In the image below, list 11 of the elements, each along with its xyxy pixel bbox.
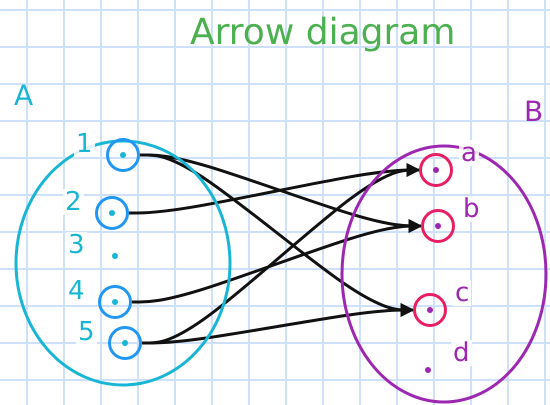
diagram-title: Arrow diagram: [190, 12, 456, 53]
element-label: 5: [76, 319, 97, 345]
element-label: c: [453, 280, 472, 306]
arrow: [132, 219, 422, 304]
set-label: B: [523, 98, 544, 126]
set-label: A: [13, 82, 34, 110]
arrow: [142, 303, 414, 344]
element-label: d: [451, 340, 472, 366]
element-label: 1: [74, 131, 95, 157]
element-label: a: [459, 140, 479, 166]
element-label: 2: [63, 189, 84, 215]
